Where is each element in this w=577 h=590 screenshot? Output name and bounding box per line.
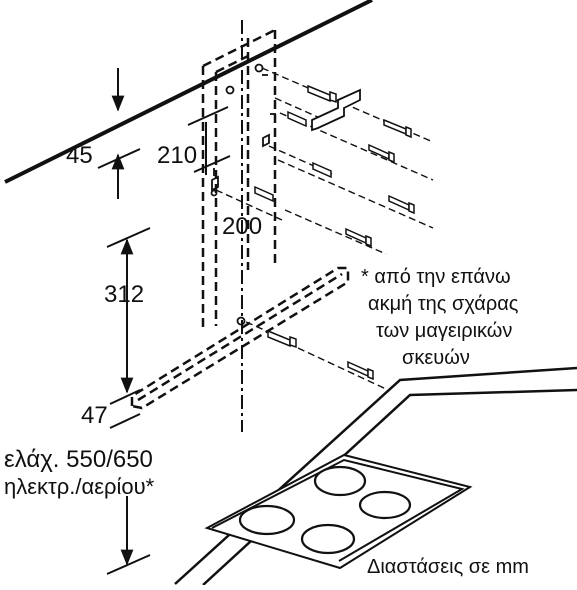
appliance-type-label: ηλεκτρ./αερίου* xyxy=(4,474,155,499)
min-distance-label: ελάχ. 550/650 xyxy=(4,446,153,473)
dimension-200-label: 200 xyxy=(222,213,262,240)
note-line-3: των μαγειρικών xyxy=(376,320,512,342)
dimension-45-label: 45 xyxy=(66,142,93,169)
ceiling-line xyxy=(4,0,373,184)
units-caption: Διαστάσεις σε mm xyxy=(367,556,529,578)
dimension-45 xyxy=(97,68,141,199)
screw-icon xyxy=(345,118,415,381)
cooktop-burner-icon xyxy=(238,465,412,555)
dimension-312-label: 312 xyxy=(104,281,144,308)
note-line-2: ακμή της σχάρας xyxy=(368,293,519,315)
dimension-210 xyxy=(187,106,231,175)
dimension-47-label: 47 xyxy=(81,402,108,429)
hood-canopy-outline xyxy=(130,266,350,410)
wall-plug-icon xyxy=(254,84,337,349)
min-distance-baseline xyxy=(106,554,151,575)
dimension-47 xyxy=(109,389,141,429)
wall-mounting-marks xyxy=(210,63,276,326)
dimension-312 xyxy=(106,227,151,394)
note-line-4: σκευών xyxy=(402,347,470,369)
bracket-icon xyxy=(311,88,361,132)
cooktop xyxy=(204,453,473,570)
note-line-1: * από την επάνω xyxy=(361,266,511,288)
dimension-210-label: 210 xyxy=(157,142,197,169)
